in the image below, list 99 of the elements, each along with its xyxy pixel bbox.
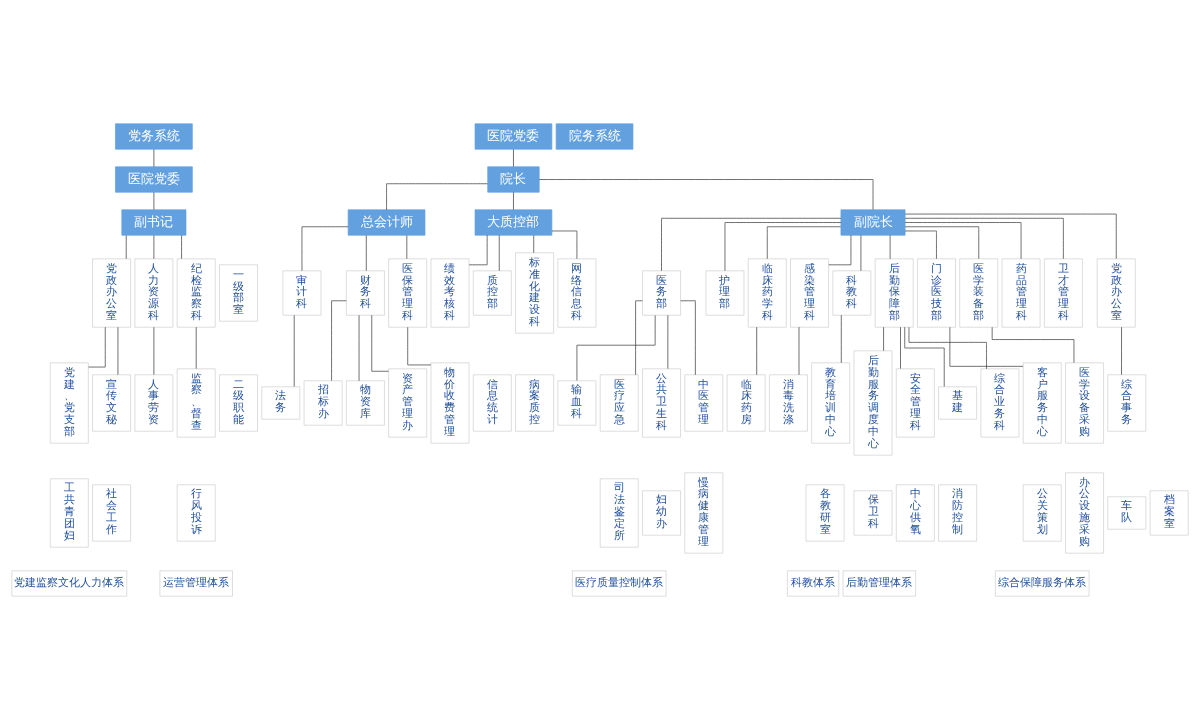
- connector: [904, 222, 1022, 260]
- node-box: 综合保障服务体系: [995, 570, 1090, 597]
- node-box: 后勤保障部: [874, 258, 914, 328]
- node-box: 党建监察文化人力体系: [11, 570, 128, 597]
- node-box: 人事劳资: [134, 374, 174, 432]
- node-box: 车队: [1107, 496, 1147, 530]
- node-box: 临床药房: [726, 374, 766, 432]
- node-box: 临床药学科: [747, 258, 787, 328]
- connector: [991, 326, 1075, 363]
- node-box: 科教体系: [787, 570, 840, 597]
- node-box: 纪检监察科: [176, 258, 216, 328]
- node-box: 宣传文秘: [92, 374, 131, 432]
- node-box: 中医管理: [684, 374, 724, 432]
- connector: [538, 179, 874, 210]
- node-box: 妇幼办: [642, 490, 681, 536]
- node-box: 法务: [261, 386, 301, 420]
- connector: [513, 192, 514, 210]
- node-box: 财务科: [346, 270, 385, 316]
- node-box: 绩效考核科: [430, 258, 470, 328]
- node-box: 基建: [938, 386, 977, 420]
- node-box: 审计科: [282, 270, 322, 316]
- connector: [904, 230, 937, 260]
- connector: [908, 326, 987, 370]
- node-box: 科教科: [832, 270, 872, 316]
- node-box: 护理部: [705, 270, 745, 316]
- node-box: 质控部: [472, 270, 512, 316]
- node-box: 总会计师: [347, 209, 426, 236]
- node-box: 医疗应急: [599, 374, 639, 432]
- node-box: 档案室: [1149, 490, 1189, 536]
- node-box: 党政办公室: [1096, 258, 1136, 328]
- connector: [576, 315, 656, 381]
- node-box: 资产管理办: [388, 368, 428, 438]
- node-box: 医院党委: [474, 123, 553, 150]
- node-box: 感染管理科: [790, 258, 829, 328]
- node-box: 消毒洗涤: [769, 374, 808, 432]
- node-box: 副院长: [840, 209, 906, 236]
- connector: [680, 300, 696, 376]
- connector: [661, 217, 842, 272]
- connector: [828, 234, 852, 266]
- node-box: 党建、党支部: [49, 362, 89, 444]
- node-box: 院长: [487, 166, 540, 193]
- node-box: 社会工作: [92, 484, 131, 542]
- node-box: 司法鉴定所: [599, 478, 639, 548]
- node-box: 公关策划: [1022, 484, 1062, 542]
- connector: [1121, 326, 1122, 376]
- node-box: 一级部室: [219, 264, 258, 322]
- connector: [900, 326, 901, 369]
- connector: [635, 300, 643, 376]
- connector: [883, 326, 884, 351]
- node-box: 教育培训中心: [811, 362, 851, 444]
- connector: [513, 149, 514, 167]
- node-box: 综合业务科: [980, 368, 1020, 438]
- connector: [331, 300, 347, 381]
- node-box: 公共卫生科: [642, 368, 681, 438]
- connector: [949, 326, 1024, 367]
- node-box: 信息统计: [472, 374, 512, 432]
- node-box: 大质控部: [474, 209, 553, 236]
- node-box: 慢病健康管理: [684, 472, 724, 554]
- node-box: 后勤服务调度中心: [853, 350, 893, 456]
- node-box: 消防控制: [938, 484, 977, 542]
- node-box: 人力资源科: [134, 258, 174, 328]
- node-box: 医保管理科: [388, 258, 428, 328]
- node-box: 医疗质量控制体系: [571, 570, 667, 597]
- node-box: 输血科: [557, 380, 597, 426]
- connector: [724, 222, 842, 272]
- node-box: 卫才管理科: [1044, 258, 1083, 328]
- node-box: 病案质控: [515, 374, 554, 432]
- node-box: 办公设施采购: [1065, 472, 1104, 554]
- connector: [756, 326, 758, 376]
- node-box: 工共青团妇: [49, 478, 89, 548]
- node-box: 客户服务中心: [1022, 362, 1062, 444]
- node-box: 二级职能: [219, 374, 258, 432]
- node-box: 网络信息科: [557, 258, 597, 328]
- node-box: 副书记: [121, 209, 187, 236]
- node-box: 中心供氧: [895, 484, 935, 542]
- node-box: 保卫科: [853, 490, 893, 536]
- connector: [904, 217, 1064, 260]
- node-box: 物价收费管理: [430, 362, 470, 444]
- node-box: 党务系统: [115, 123, 193, 150]
- node-box: 医务部: [642, 270, 681, 316]
- node-box: 物资库: [346, 380, 385, 426]
- node-box: 监察、督查: [176, 368, 216, 438]
- node-box: 门诊医技部: [917, 258, 956, 328]
- node-box: 标准化建设科: [515, 252, 554, 334]
- node-box: 安全管理科: [895, 368, 935, 438]
- node-box: 药品管理科: [1001, 258, 1041, 328]
- node-box: 党政办公室: [92, 258, 131, 328]
- node-box: 运营管理体系: [159, 570, 233, 597]
- node-box: 医学装备部: [959, 258, 999, 328]
- connector: [181, 235, 182, 260]
- node-box: 行风投诉: [176, 484, 216, 542]
- node-box: 后勤管理体系: [842, 570, 917, 597]
- node-box: 医院党委: [115, 166, 193, 193]
- node-box: 医学设备采购: [1065, 362, 1104, 444]
- node-box: 院务系统: [555, 123, 634, 150]
- connector: [386, 183, 488, 211]
- node-box: 各教研室: [805, 484, 845, 542]
- node-box: 招标办: [303, 380, 343, 426]
- node-box: 综合事务: [1107, 374, 1147, 432]
